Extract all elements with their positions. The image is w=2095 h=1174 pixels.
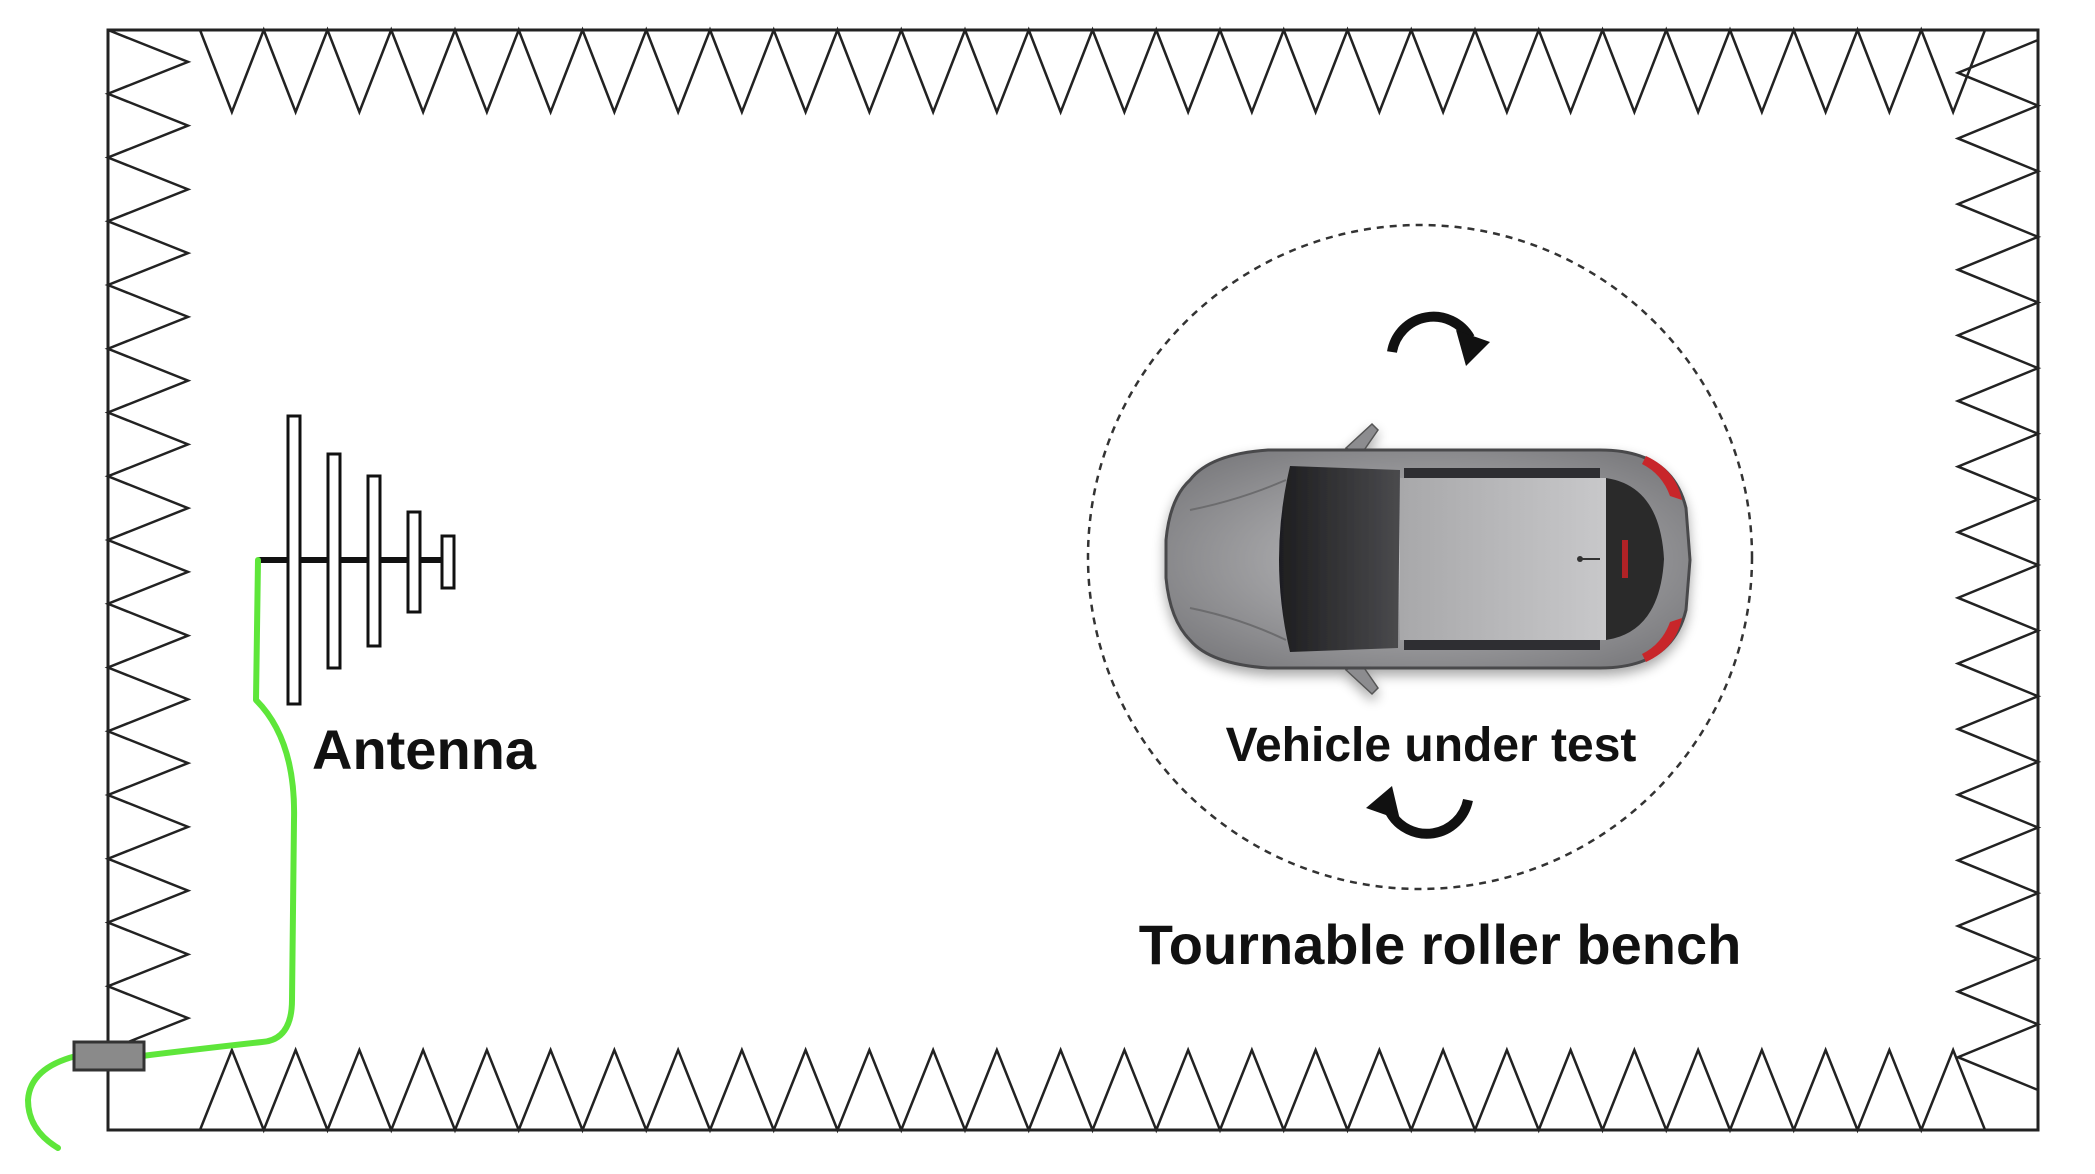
log-periodic-antenna-icon: [258, 414, 456, 706]
absorber-zigzag-left: [104, 28, 192, 1052]
antenna-label: Antenna: [312, 718, 536, 781]
car-top-view-icon: [1164, 422, 1692, 696]
absorbers-right: [1954, 38, 2042, 1092]
absorbers-bottom: [198, 1046, 1987, 1134]
absorbers-left: [104, 28, 192, 1052]
vehicle-label: Vehicle under test: [1225, 719, 1637, 772]
absorber-zigzag-right: [1954, 38, 2042, 1092]
absorber-zigzag-top: [198, 26, 1987, 116]
turntable-circle: [1086, 223, 1754, 891]
chamber-wall: [106, 28, 2040, 1132]
rotate-clockwise-arrow-icon: [1387, 311, 1490, 366]
absorber-zigzag-bottom: [198, 1046, 1987, 1134]
bench-label: Tournable roller bench: [1138, 913, 1742, 976]
wall-connector: [72, 1040, 146, 1072]
rotate-arrow-icon: [1366, 786, 1473, 839]
antenna-cable: [139, 557, 298, 1059]
external-cable: [24, 1053, 79, 1151]
absorbers-top: [198, 26, 1987, 116]
